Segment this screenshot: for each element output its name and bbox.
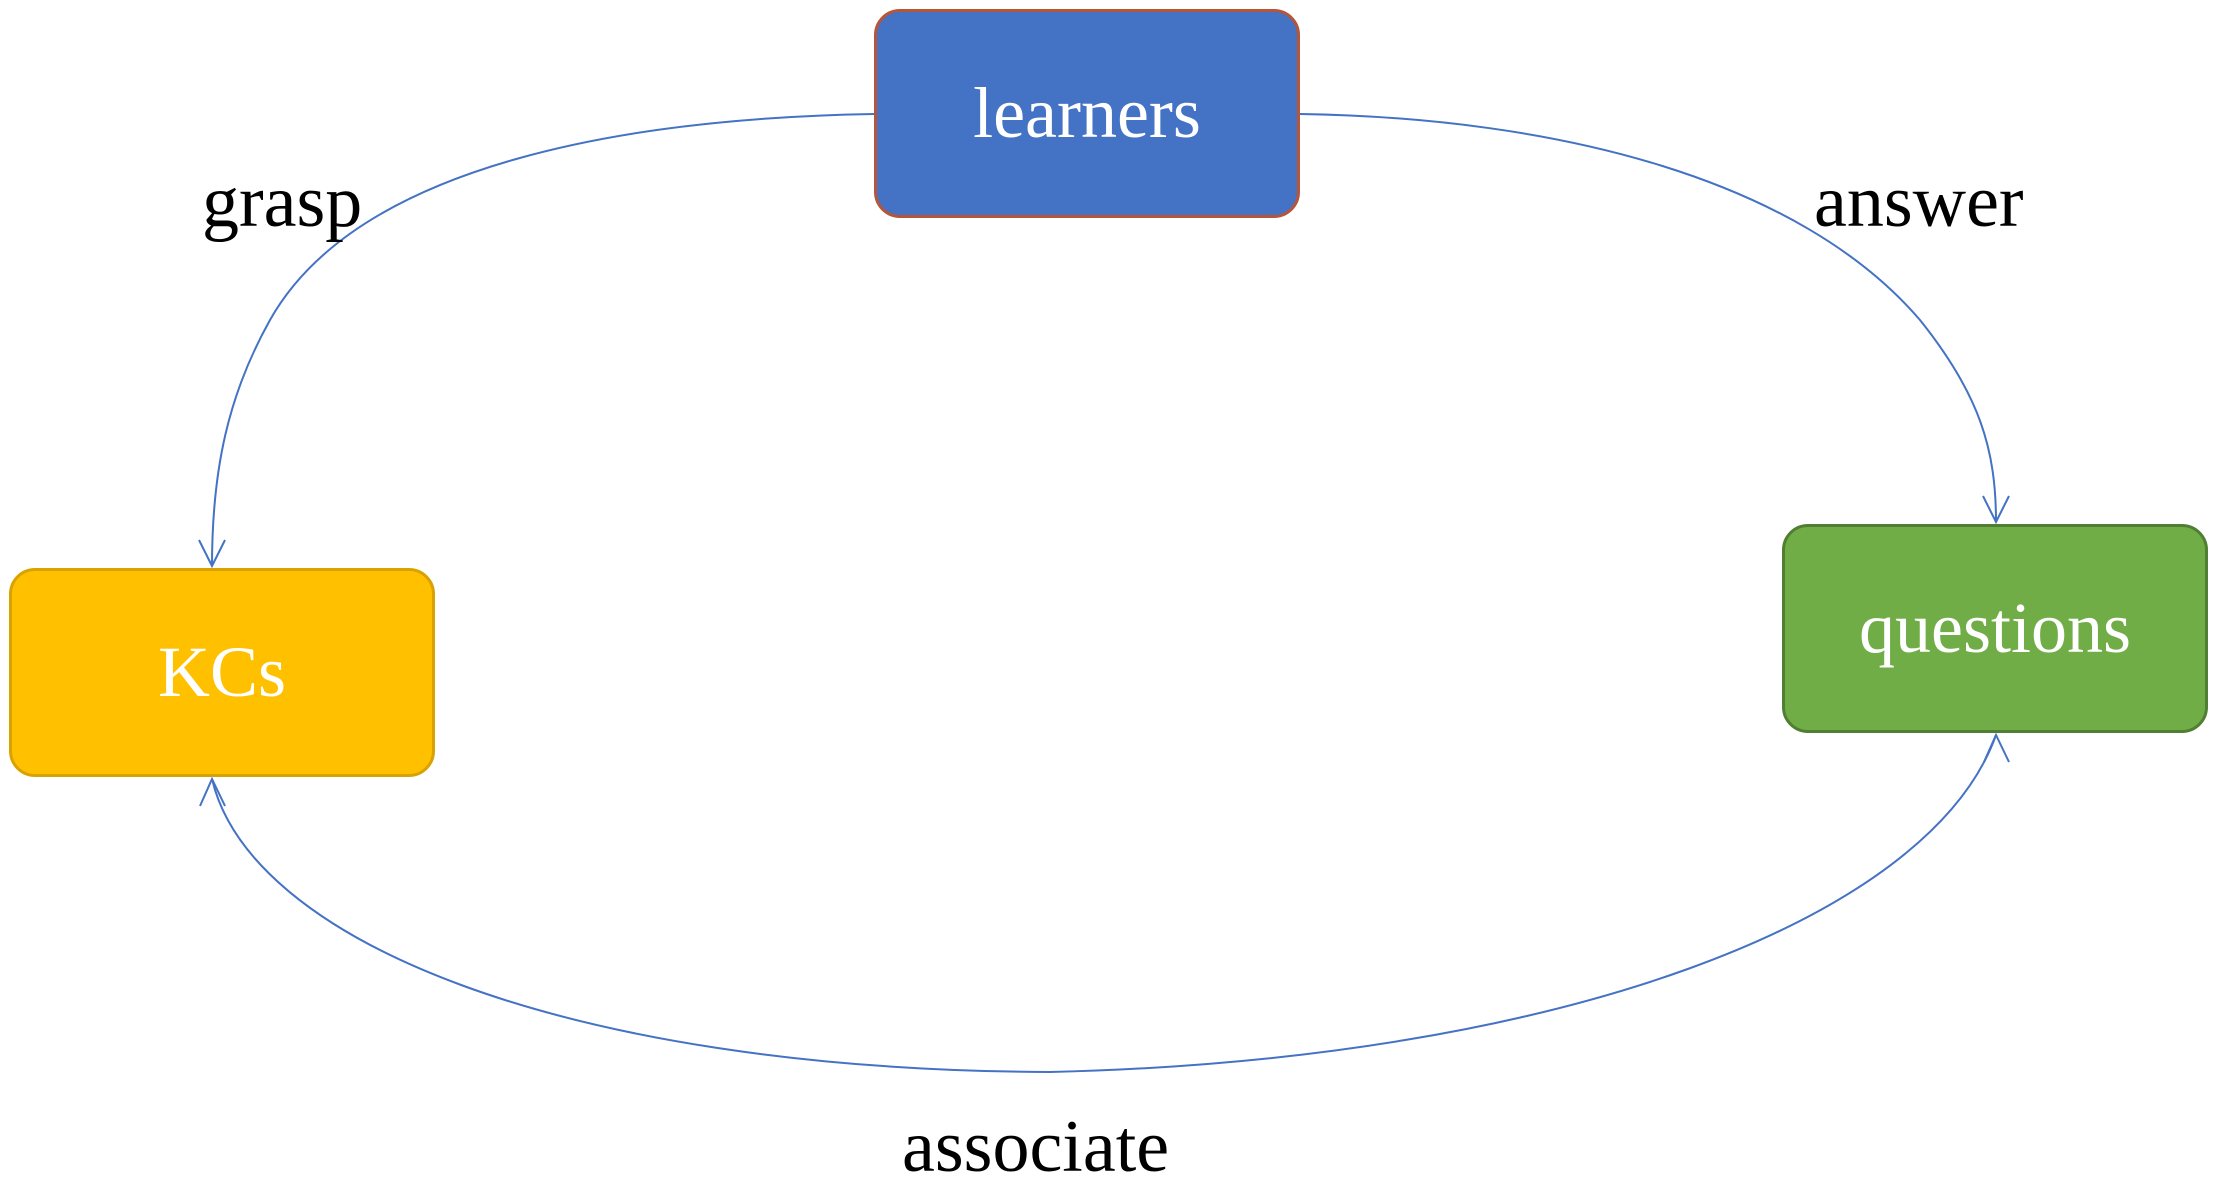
- edge-associate: [211, 734, 1997, 1074]
- edge-answer: [1299, 113, 1997, 523]
- node-kcs: KCs: [9, 568, 435, 777]
- edge-label-answer: answer: [1814, 161, 2024, 243]
- node-learners-label: learners: [973, 73, 1201, 153]
- node-learners: learners: [874, 9, 1300, 218]
- arrowhead-answer: [1982, 495, 2010, 525]
- edge-label-associate: associate: [902, 1106, 1170, 1188]
- node-kcs-label: KCs: [157, 632, 287, 712]
- arrowhead-grasp: [198, 539, 226, 569]
- node-questions-label: questions: [1858, 588, 2131, 668]
- node-questions: questions: [1782, 524, 2208, 733]
- arrowhead-associate-kcs: [199, 776, 226, 807]
- edge-grasp: [211, 113, 875, 567]
- edge-label-grasp: grasp: [202, 161, 363, 243]
- arrowhead-associate-questions: [1983, 732, 2010, 763]
